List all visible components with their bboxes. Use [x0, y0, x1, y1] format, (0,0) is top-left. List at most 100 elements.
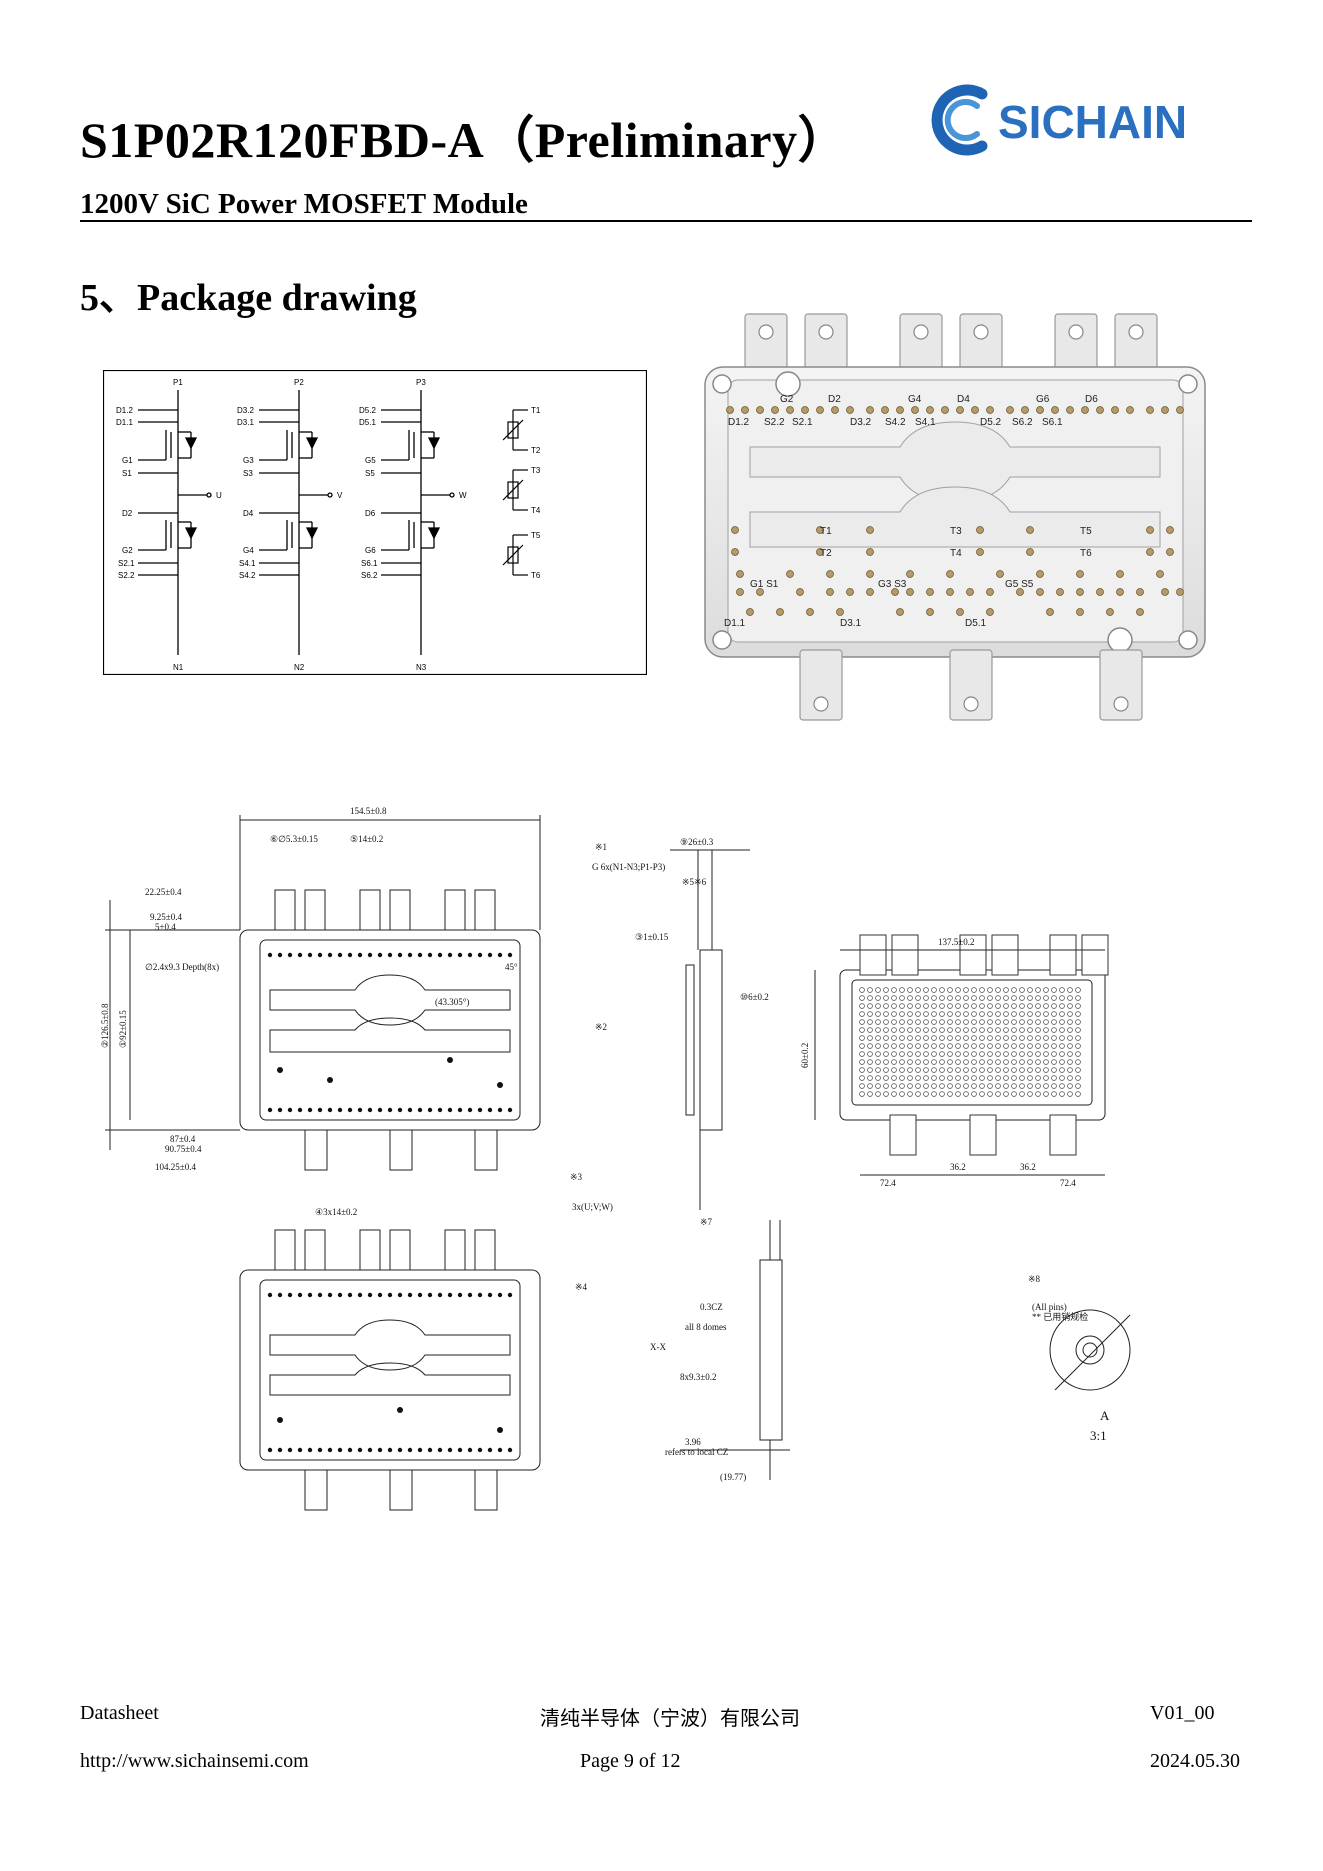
- pin-dot: [986, 588, 994, 596]
- ntc-label: T4: [531, 506, 541, 515]
- pin-dot: [417, 952, 423, 958]
- pin-dot: [1106, 608, 1114, 616]
- pinfin-dot: [875, 987, 881, 993]
- pinfin-dot: [1003, 1091, 1009, 1097]
- photo-pin-label: T5: [1080, 526, 1092, 537]
- pinfin-dot: [971, 1051, 977, 1057]
- pinfin-dot: [899, 1003, 905, 1009]
- pin-dot: [816, 406, 824, 414]
- pin-dot: [801, 406, 809, 414]
- pin-dot: [277, 1417, 283, 1423]
- pinfin-dot: [1043, 1027, 1049, 1033]
- pin-dot: [731, 548, 739, 556]
- pinfin-dot: [907, 1011, 913, 1017]
- pin-dot: [277, 1292, 283, 1298]
- pin-dot: [831, 406, 839, 414]
- pinfin-dot: [891, 1011, 897, 1017]
- pinfin-dot: [1059, 1027, 1065, 1033]
- pinfin-dot: [1019, 1027, 1025, 1033]
- pinfin-dot: [971, 1011, 977, 1017]
- pin-dot: [497, 1447, 503, 1453]
- phase-output-label: U: [216, 491, 222, 500]
- pinfin-dot: [963, 1035, 969, 1041]
- pin-dot: [287, 1292, 293, 1298]
- pin-dot: [347, 952, 353, 958]
- pinfin-dot: [939, 995, 945, 1001]
- pinfin-dot: [915, 995, 921, 1001]
- pinfin-dot: [915, 1059, 921, 1065]
- pinfin-dot: [923, 1067, 929, 1073]
- pin-dot: [337, 1107, 343, 1113]
- pin-dot: [507, 1447, 513, 1453]
- pinfin-dot: [1051, 1035, 1057, 1041]
- dim-3-96: 3.96: [685, 1437, 701, 1447]
- pinfin-dot: [1035, 1059, 1041, 1065]
- pinfin-dot: [883, 987, 889, 993]
- ntc-label: T1: [531, 406, 541, 415]
- pin-dot: [866, 570, 874, 578]
- photo-pin-label: D5.2: [980, 417, 1002, 428]
- pin-dot: [1176, 588, 1184, 596]
- pin-dot: [317, 1447, 323, 1453]
- pinfin-dot: [875, 1035, 881, 1041]
- pinfin-dot: [1019, 1083, 1025, 1089]
- pin-dot: [1156, 570, 1164, 578]
- pin-dot: [896, 406, 904, 414]
- pin-dot: [477, 1107, 483, 1113]
- pinfin-dot: [1011, 1075, 1017, 1081]
- pinfin-dot: [931, 1083, 937, 1089]
- pinfin-dot: [1043, 1091, 1049, 1097]
- pin-dot: [1026, 548, 1034, 556]
- pinfin-dot: [891, 1003, 897, 1009]
- pin-dot: [946, 588, 954, 596]
- pinfin-dot: [1019, 1075, 1025, 1081]
- pinfin-dot: [979, 1043, 985, 1049]
- pinfin-dot: [1011, 1067, 1017, 1073]
- pinfin-dot: [931, 1011, 937, 1017]
- pinfin-dot: [883, 1043, 889, 1049]
- pin-dot: [357, 1292, 363, 1298]
- pinfin-dot: [995, 1059, 1001, 1065]
- pinfin-dot: [859, 995, 865, 1001]
- pinfin-dot: [859, 1035, 865, 1041]
- section-label: X-X: [650, 1342, 666, 1352]
- pinfin-dot: [1003, 1011, 1009, 1017]
- pinfin-dot: [979, 1027, 985, 1033]
- dim-hole: ⑥∅5.3±0.15: [270, 834, 318, 844]
- pinfin-dot: [955, 1091, 961, 1097]
- source-label: S4.2: [239, 571, 256, 580]
- pinfin-dot: [1003, 1051, 1009, 1057]
- pinfin-dot: [1067, 1003, 1073, 1009]
- footer-website-link[interactable]: http://www.sichainsemi.com: [80, 1750, 309, 1772]
- pinfin-dot: [907, 995, 913, 1001]
- photo-pin-label: T3: [950, 526, 962, 537]
- pinfin-dot: [1027, 1059, 1033, 1065]
- pin-dot: [307, 952, 313, 958]
- gate-label: G1: [122, 456, 133, 465]
- dim-36-right: 36.2: [1020, 1162, 1036, 1172]
- pinfin-dot: [1075, 1051, 1081, 1057]
- pinfin-dot: [899, 995, 905, 1001]
- pinfin-dot: [923, 1027, 929, 1033]
- pinfin-dot: [875, 1011, 881, 1017]
- pinfin-dot: [1027, 1091, 1033, 1097]
- ntc-thermistor-icon: [502, 409, 528, 451]
- pinfin-dot: [1051, 1027, 1057, 1033]
- pin-dot: [367, 1107, 373, 1113]
- pin-dot: [377, 1447, 383, 1453]
- pinfin-dot: [891, 1035, 897, 1041]
- note-gauge: ** 已用销规检: [1032, 1311, 1088, 1322]
- pinfin-dot: [1051, 987, 1057, 993]
- pin-dot: [397, 952, 403, 958]
- pinfin-dot: [987, 1091, 993, 1097]
- pinfin-dot: [1011, 995, 1017, 1001]
- pin-dot: [956, 608, 964, 616]
- ntc-label: T3: [531, 466, 541, 475]
- pinfin-dot: [979, 1051, 985, 1057]
- pinfin-dot: [1059, 1075, 1065, 1081]
- pin-dot: [377, 952, 383, 958]
- phase-n-label: N1: [173, 663, 184, 672]
- note-8: ※8: [1028, 1274, 1041, 1284]
- pinfin-dot: [1067, 1051, 1073, 1057]
- pinfin-dot: [955, 987, 961, 993]
